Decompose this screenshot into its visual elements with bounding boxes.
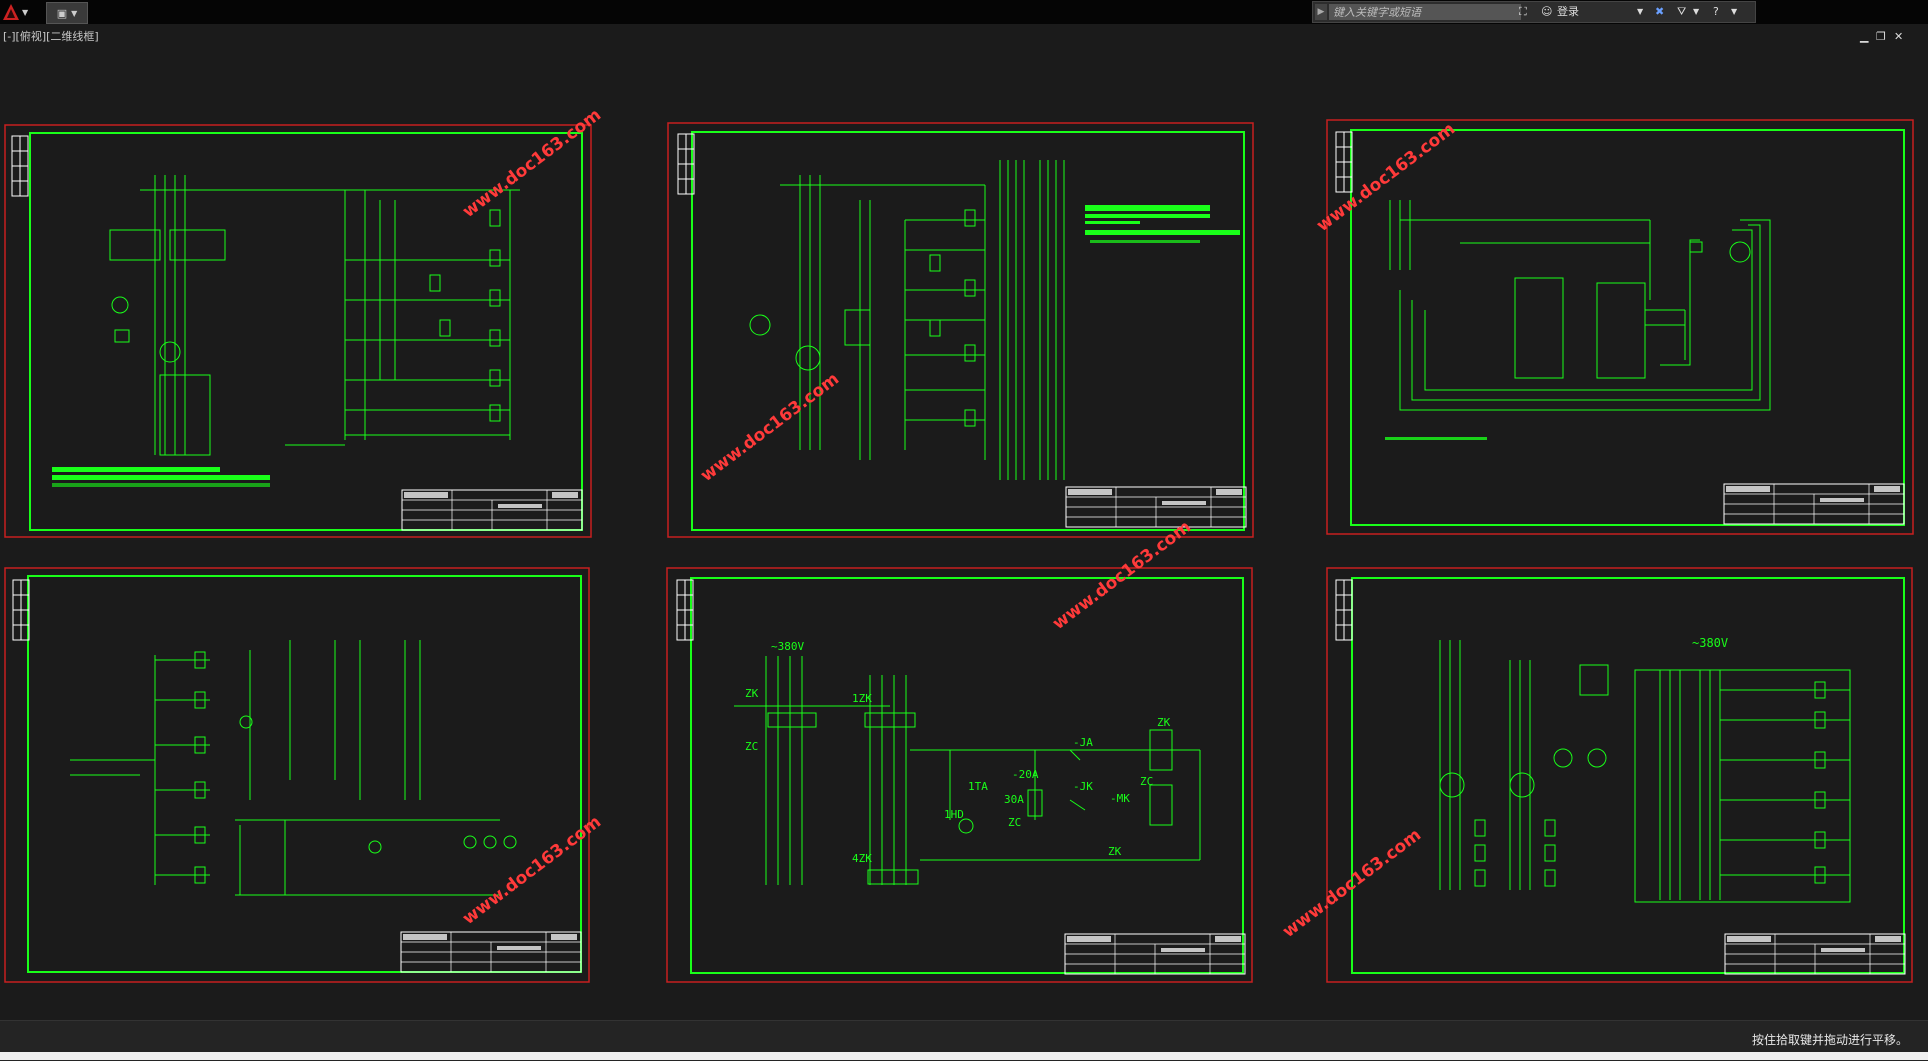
login-button[interactable]: 登录 — [1557, 5, 1579, 18]
bottom-edge — [0, 1052, 1928, 1060]
svg-text:ZK: ZK — [1108, 845, 1122, 858]
drawing-sheet-4[interactable] — [4, 567, 590, 983]
help-icon[interactable]: ? — [1713, 5, 1719, 18]
exchange-icon[interactable]: ✖ — [1655, 5, 1665, 18]
svg-text:ZC: ZC — [1008, 816, 1021, 829]
drawing-sheet-1[interactable] — [4, 124, 592, 538]
drawing-canvas[interactable]: ~380V ZK ZC 1ZK 4ZK 1TA -20A 30A ZC — [0, 40, 1920, 1020]
chevron-down-icon: ▼ — [22, 7, 29, 17]
svg-text:ZC: ZC — [1140, 775, 1153, 788]
infocenter-bar: ▶ ⛶ ☺ 登录 ▼ ✖ ⛛ ▼ ? ▼ — [1312, 1, 1756, 23]
status-message: 按住拾取键并拖动进行平移。 — [1751, 1033, 1908, 1047]
voltage-label: ~380V — [1692, 636, 1728, 650]
chevron-down-icon: ▼ — [71, 8, 78, 18]
svg-text:-MK: -MK — [1110, 792, 1130, 805]
watermark: www.doc163.com — [1313, 119, 1459, 236]
quick-access-toolbar-button[interactable]: ▣ ▼ — [46, 2, 88, 24]
user-icon: ☺ — [1541, 5, 1553, 18]
collapse-arrow-icon[interactable]: ▶ — [1315, 4, 1327, 20]
svg-text:ZK: ZK — [1157, 716, 1171, 729]
drawing-sheet-5[interactable]: ~380V ZK ZC 1ZK 4ZK 1TA -20A 30A ZC — [666, 567, 1253, 983]
close-icon[interactable]: ✕ — [1894, 30, 1904, 43]
watermark: www.doc163.com — [459, 812, 605, 929]
drawing-sheet-6[interactable]: ~380V — [1326, 567, 1913, 983]
search-input[interactable] — [1329, 4, 1521, 20]
chevron-down-icon[interactable]: ▼ — [1693, 7, 1700, 16]
svg-text:1HD: 1HD — [944, 808, 964, 821]
svg-text:-JK: -JK — [1073, 780, 1093, 793]
svg-text:ZK: ZK — [745, 687, 759, 700]
svg-text:4ZK: 4ZK — [852, 852, 872, 865]
voltage-label: ~380V — [771, 640, 804, 653]
svg-text:1ZK: 1ZK — [852, 692, 872, 705]
restore-icon[interactable]: ❐ — [1876, 30, 1886, 43]
watermark: www.doc163.com — [1049, 517, 1195, 634]
svg-text:-JA: -JA — [1073, 736, 1093, 749]
binoculars-icon[interactable]: ⛶ — [1519, 5, 1527, 18]
watermark: www.doc163.com — [697, 369, 843, 486]
drawing-sheet-2[interactable] — [667, 122, 1254, 538]
chevron-down-icon[interactable]: ▼ — [1731, 7, 1738, 16]
watermark: www.doc163.com — [459, 105, 605, 222]
minimize-icon[interactable]: ▁ — [1860, 30, 1869, 43]
application-menu-button[interactable]: ▼ — [2, 1, 38, 23]
svg-text:-20A: -20A — [1012, 768, 1039, 781]
svg-text:ZC: ZC — [745, 740, 758, 753]
autocad-logo-icon — [3, 4, 19, 20]
vertical-scrollbar[interactable] — [1920, 40, 1928, 1020]
title-bar: ▼ ▣ ▼ ▶ ⛶ ☺ 登录 ▼ ✖ ⛛ ▼ ? ▼ — [0, 0, 1928, 24]
chevron-down-icon[interactable]: ▼ — [1637, 7, 1644, 16]
autodesk-a360-icon[interactable]: ⛛ — [1677, 5, 1687, 18]
viewport-controls[interactable]: [-][俯视][二维线框] — [3, 30, 99, 43]
svg-text:30A: 30A — [1004, 793, 1024, 806]
save-icon: ▣ — [56, 6, 68, 20]
svg-text:1TA: 1TA — [968, 780, 988, 793]
drawing-sheet-3[interactable] — [1326, 119, 1914, 535]
